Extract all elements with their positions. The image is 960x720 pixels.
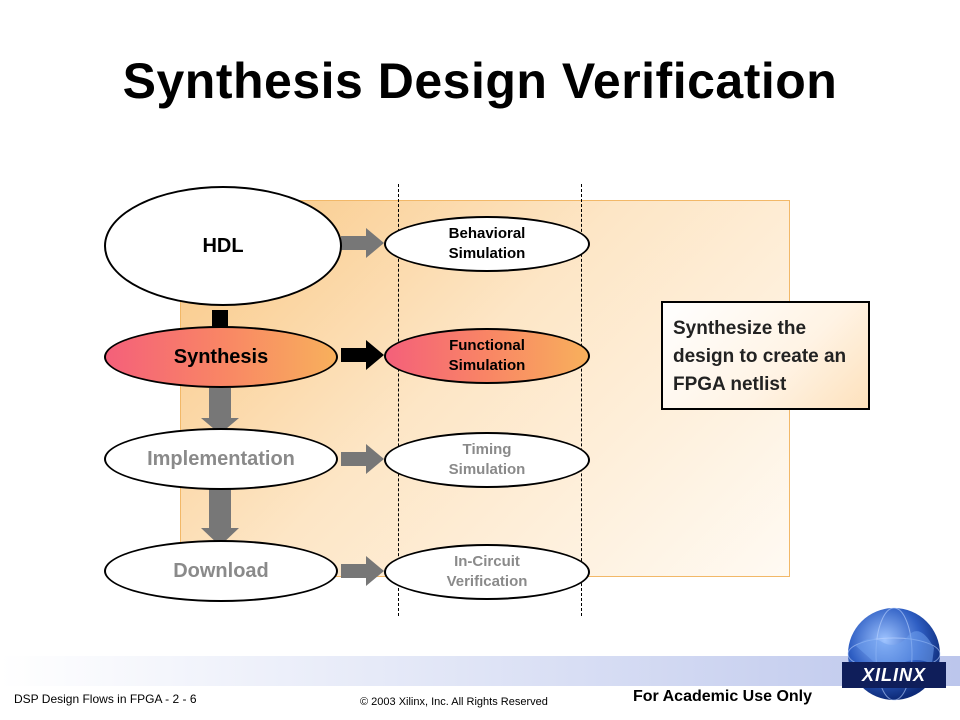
synthesis-label: Synthesis xyxy=(173,345,269,368)
behavioral-simulation-label: Behavioral Simulation xyxy=(448,225,526,262)
download-label: Download xyxy=(173,559,269,582)
hdl-label: HDL xyxy=(202,234,244,257)
implementation-node: Implementation xyxy=(104,428,338,490)
slide-title: Synthesis Design Verification xyxy=(122,53,838,109)
implementation-to-timing-arrow xyxy=(341,444,384,474)
synthesis-to-implementation-arrow xyxy=(201,388,239,434)
in-circuit-verification-label: In-Circuit Verification xyxy=(446,553,528,590)
callout-text: Synthesize the design to create an FPGA … xyxy=(673,318,847,395)
callout-box: Synthesize the design to create an FPGA … xyxy=(661,301,870,410)
copyright-footer: © 2003 Xilinx, Inc. All Rights Reserved xyxy=(360,696,548,708)
left-divider-line xyxy=(398,184,399,616)
synthesis-to-functional-arrow xyxy=(341,340,384,370)
globe-icon xyxy=(847,607,941,701)
synthesis-node: Synthesis xyxy=(104,326,338,388)
academic-use-footer: For Academic Use Only xyxy=(633,688,813,705)
hdl-node: HDL xyxy=(104,186,342,306)
xilinx-wordmark: XILINX xyxy=(842,662,946,688)
xilinx-wordmark-text: XILINX xyxy=(861,664,926,685)
footer-band xyxy=(0,656,960,686)
right-divider-line xyxy=(581,184,582,616)
download-node: Download xyxy=(104,540,338,602)
course-footer: DSP Design Flows in FPGA - 2 - 6 xyxy=(14,692,197,706)
timing-simulation-label: Timing Simulation xyxy=(448,441,526,478)
down-arrows xyxy=(201,310,239,546)
hdl-to-synthesis-arrow xyxy=(212,310,228,330)
timing-simulation-node: Timing Simulation xyxy=(384,432,590,488)
in-circuit-verification-node: In-Circuit Verification xyxy=(384,544,590,600)
implementation-label: Implementation xyxy=(147,447,295,470)
functional-simulation-label: Functional Simulation xyxy=(448,337,526,374)
xilinx-logo: XILINX xyxy=(838,606,950,706)
functional-simulation-node: Functional Simulation xyxy=(384,328,590,384)
hdl-to-behavioral-arrow xyxy=(341,228,384,258)
download-to-incircuit-arrow xyxy=(341,556,384,586)
behavioral-simulation-node: Behavioral Simulation xyxy=(384,216,590,272)
implementation-to-download-arrow xyxy=(201,486,239,546)
